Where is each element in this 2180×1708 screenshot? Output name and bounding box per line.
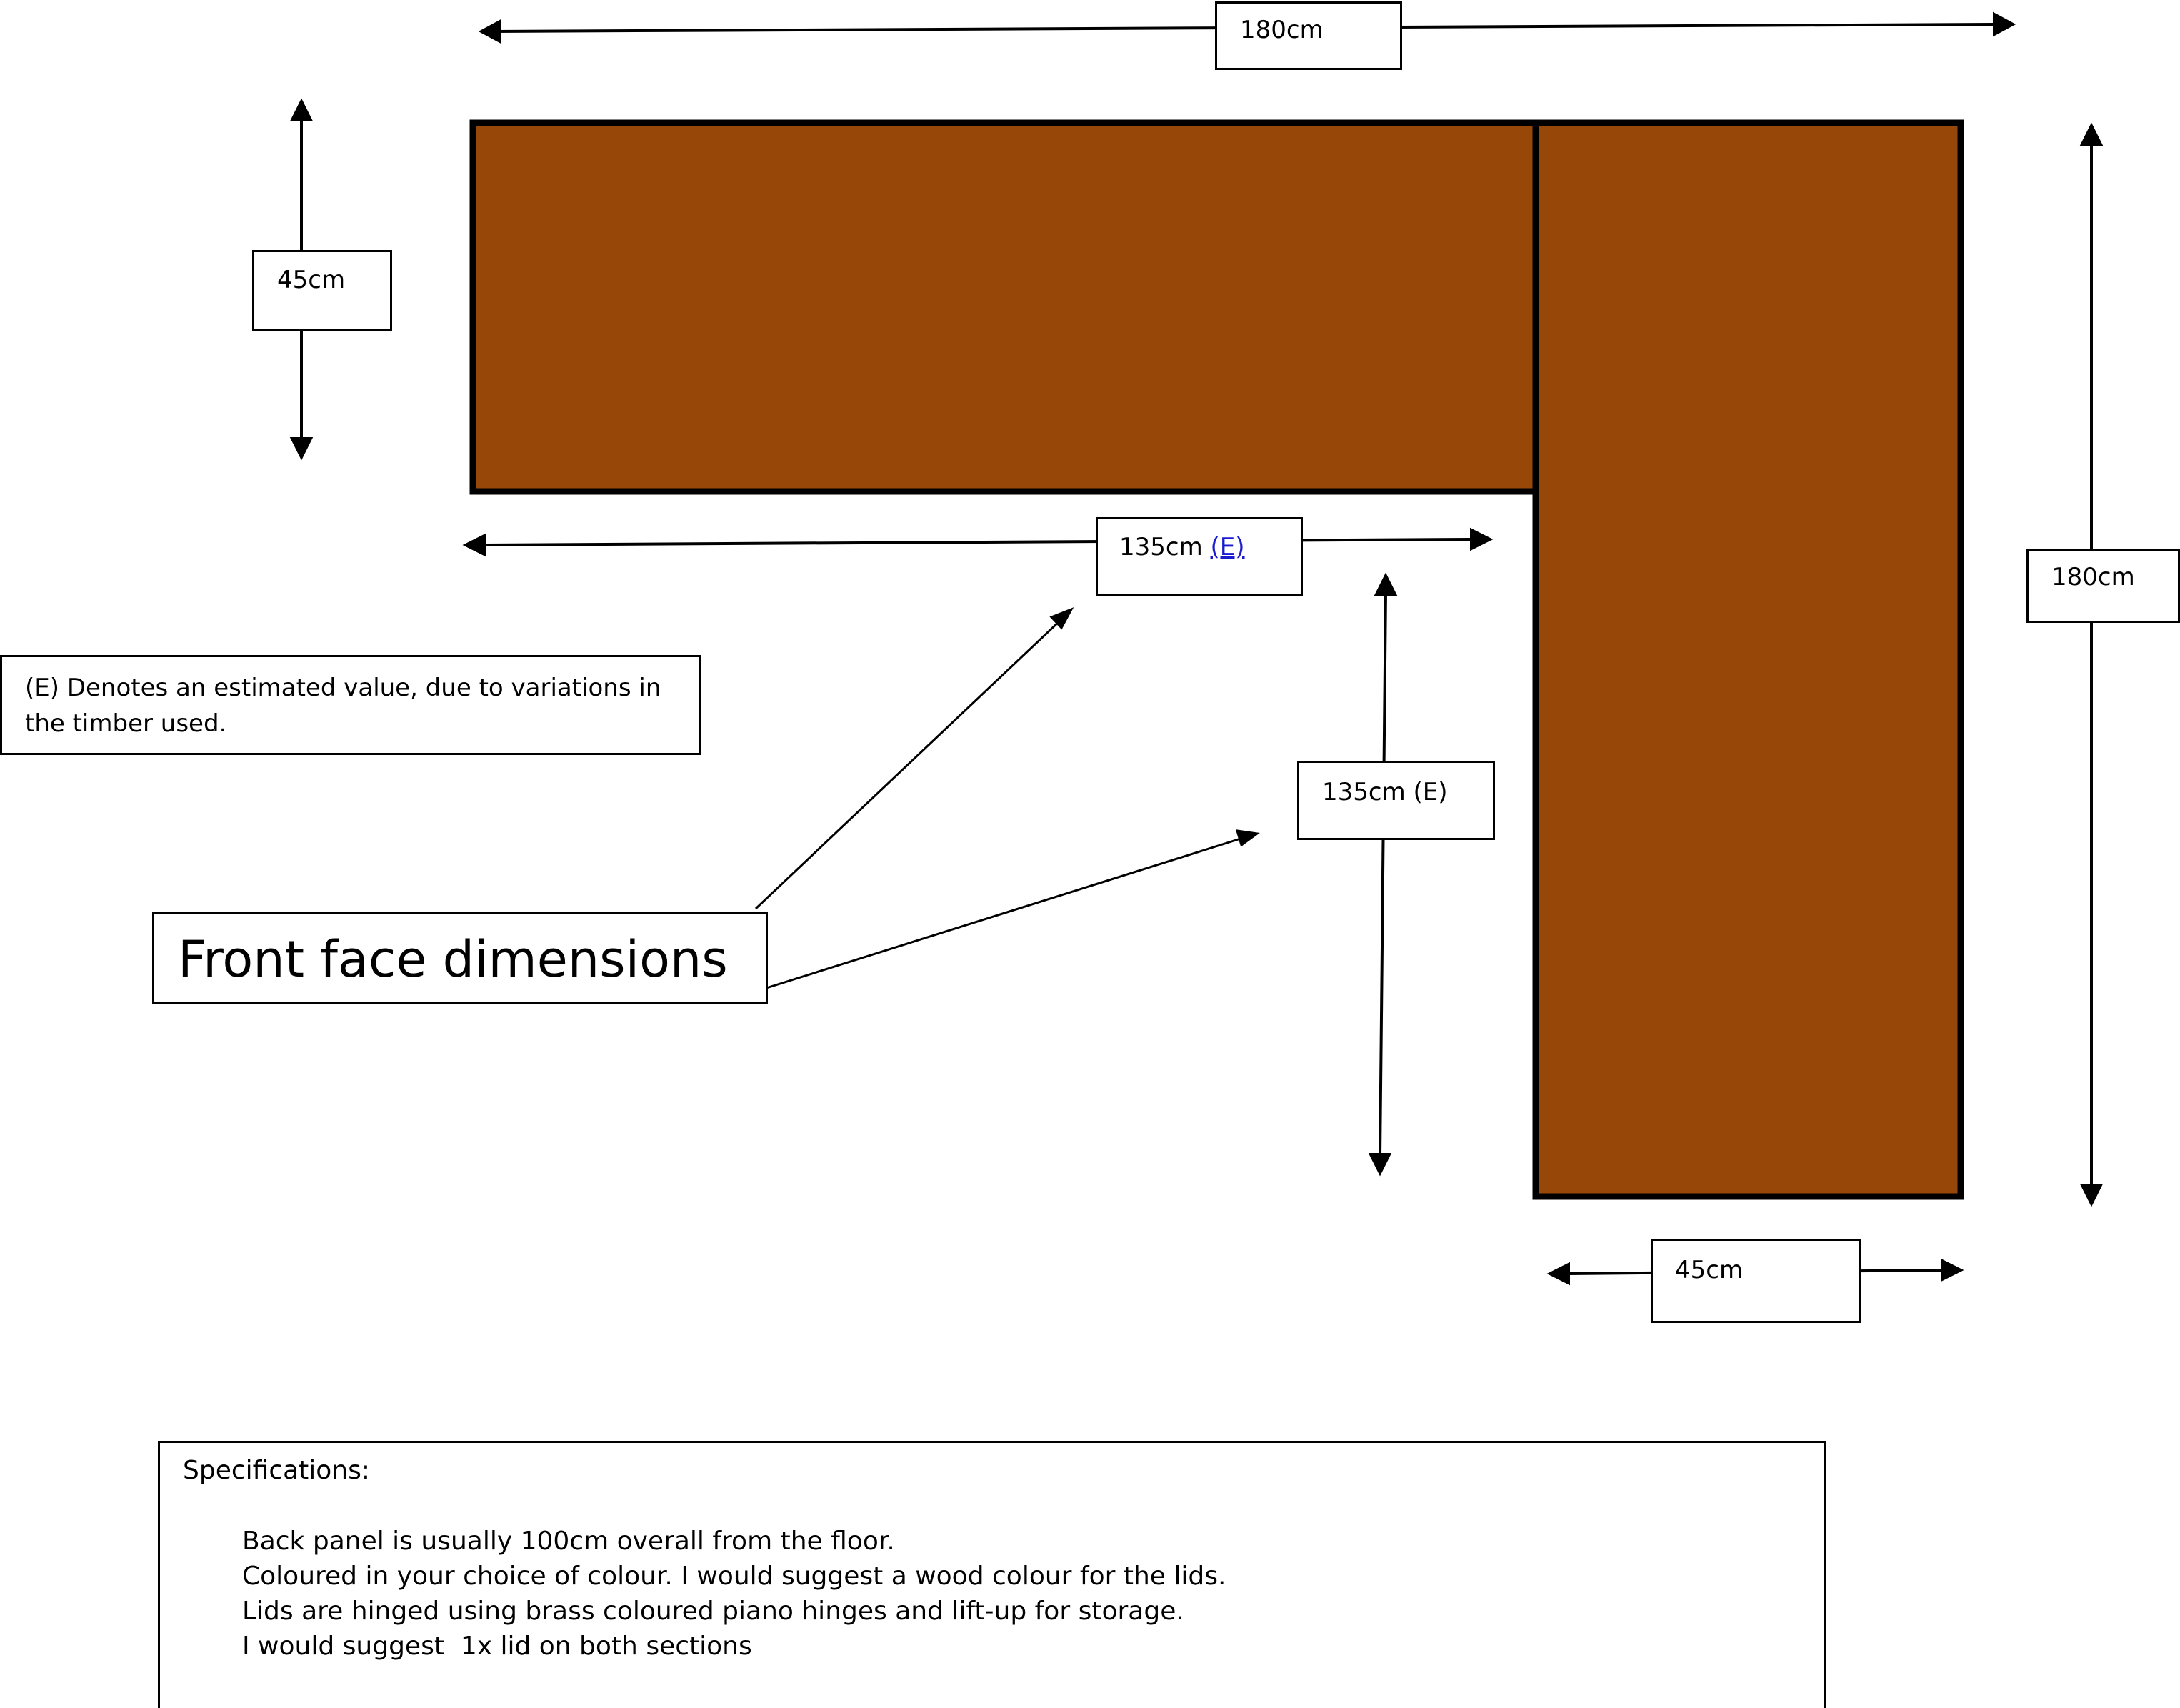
inner-top-length-arrow bbox=[462, 527, 1494, 557]
bottom-depth-label: 45cm bbox=[1675, 1256, 1744, 1284]
inner-side-length-label: 135cm (E) bbox=[1322, 778, 1448, 806]
horizontal-section bbox=[469, 119, 1539, 495]
bottom-depth-label-box: 45cm bbox=[1651, 1239, 1861, 1323]
right-height-label-box: 180cm bbox=[2026, 549, 2180, 623]
inner-top-length-label-box: 135cm (E) bbox=[1096, 517, 1303, 596]
left-depth-label: 45cm bbox=[277, 266, 346, 294]
estimate-note-box: (E) Denotes an estimated value, due to v… bbox=[0, 655, 701, 755]
right-height-arrow bbox=[2079, 122, 2104, 1207]
estimate-link[interactable]: (E) bbox=[1210, 533, 1245, 561]
top-width-label: 180cm bbox=[1240, 16, 1324, 44]
spec-line: Lids are hinged using brass coloured pia… bbox=[242, 1597, 1184, 1626]
front-face-callout-box: Front face dimensions bbox=[152, 912, 768, 1004]
vertical-section bbox=[1532, 119, 1964, 1200]
estimate-note: (E) Denotes an estimated value, due to v… bbox=[25, 674, 661, 738]
spec-line: I would suggest 1x lid on both sections bbox=[242, 1632, 752, 1661]
inner-top-length-label: 135cm (E) bbox=[1119, 535, 1245, 559]
specifications-title: Specifications: bbox=[183, 1456, 371, 1485]
specifications-box: Specifications: Back panel is usually 10… bbox=[158, 1441, 1826, 1708]
inner-side-length-arrow bbox=[1368, 572, 1398, 1177]
top-width-label-box: 180cm bbox=[1215, 1, 1402, 70]
inner-side-length-label-box: 135cm (E) bbox=[1297, 761, 1495, 840]
left-depth-label-box: 45cm bbox=[252, 250, 392, 331]
callout-arrows bbox=[754, 607, 1260, 989]
right-height-label: 180cm bbox=[2051, 563, 2135, 591]
inner-top-length-value: 135cm bbox=[1119, 533, 1203, 561]
front-face-callout: Front face dimensions bbox=[178, 930, 728, 989]
spec-line: Back panel is usually 100cm overall from… bbox=[242, 1527, 895, 1556]
spec-line: Coloured in your choice of colour. I wou… bbox=[242, 1562, 1226, 1591]
